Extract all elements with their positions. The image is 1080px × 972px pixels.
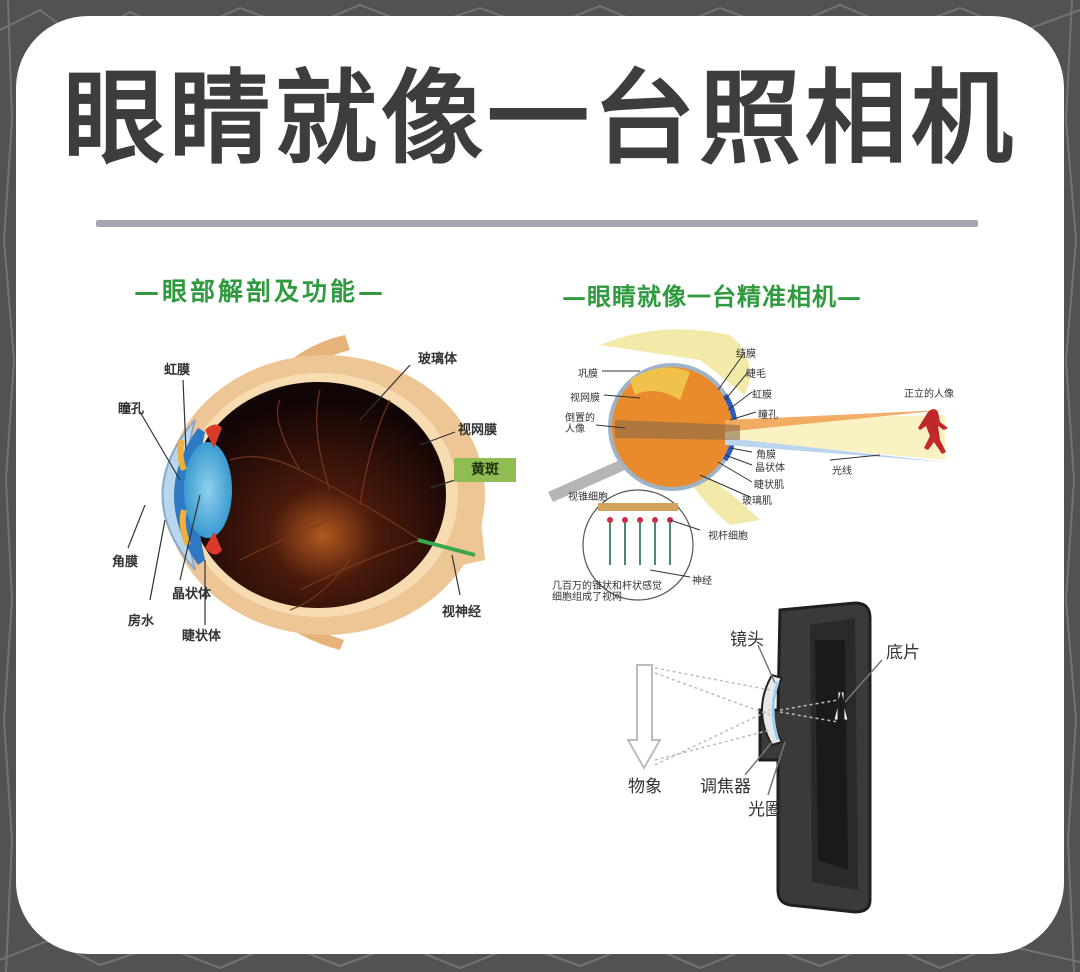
label-cornea: 角膜	[112, 555, 139, 570]
label-camera-lens: 镜头	[730, 630, 764, 650]
label-camera-film: 底片	[886, 643, 920, 663]
label-pupil-right: 瞳孔	[758, 410, 778, 421]
label-lens: 晶状体	[172, 587, 212, 602]
label-ciliary-muscle: 睫状肌	[754, 480, 784, 491]
label-camera-object: 物象	[628, 777, 662, 797]
label-macula: 黄斑	[454, 458, 516, 482]
label-cone-cells: 视锥细胞	[568, 492, 608, 503]
label-vitreous-body: 玻璃体	[418, 352, 458, 367]
label-retina-note-2: 细胞组成了视网	[552, 592, 622, 603]
label-vitreous-right: 玻璃肌	[742, 496, 772, 507]
label-retina: 视网膜	[458, 423, 498, 438]
camera-illustration	[626, 601, 883, 914]
label-conjunctiva: 结膜	[736, 349, 756, 360]
label-aqueous-humor: 房水	[128, 614, 155, 629]
label-iris: 虹膜	[164, 363, 191, 378]
left-subtitle: —眼部解剖及功能—	[134, 277, 387, 306]
label-retina-right: 视网膜	[570, 393, 600, 404]
label-optic-nerve: 视神经	[442, 605, 482, 620]
label-cornea-right: 角膜	[756, 450, 776, 461]
page-title: 眼睛就像一台照相机	[63, 60, 1017, 179]
label-inverted-image: 倒置的人像	[565, 413, 595, 435]
title-divider	[96, 220, 978, 227]
label-rod-cells: 视杆细胞	[708, 531, 748, 542]
label-light-rays: 光线	[832, 466, 852, 477]
label-pupil: 瞳孔	[118, 402, 145, 417]
right-subtitle: —眼睛就像一台精准相机—	[562, 282, 862, 311]
label-iris-right: 虹膜	[752, 390, 772, 401]
label-ciliary-body: 睫状体	[182, 629, 222, 644]
label-sclera: 巩膜	[578, 369, 598, 380]
label-eyelash: 睫毛	[746, 369, 766, 380]
label-camera-focuser: 调焦器	[700, 777, 751, 797]
label-lens-right: 晶状体	[755, 463, 785, 474]
label-upright-image: 正立的人像	[904, 389, 954, 400]
label-camera-aperture: 光圈	[748, 800, 782, 820]
label-retina-note-1: 几百万的锥状和杆状感觉	[552, 581, 662, 592]
label-nerve: 神经	[692, 576, 712, 587]
